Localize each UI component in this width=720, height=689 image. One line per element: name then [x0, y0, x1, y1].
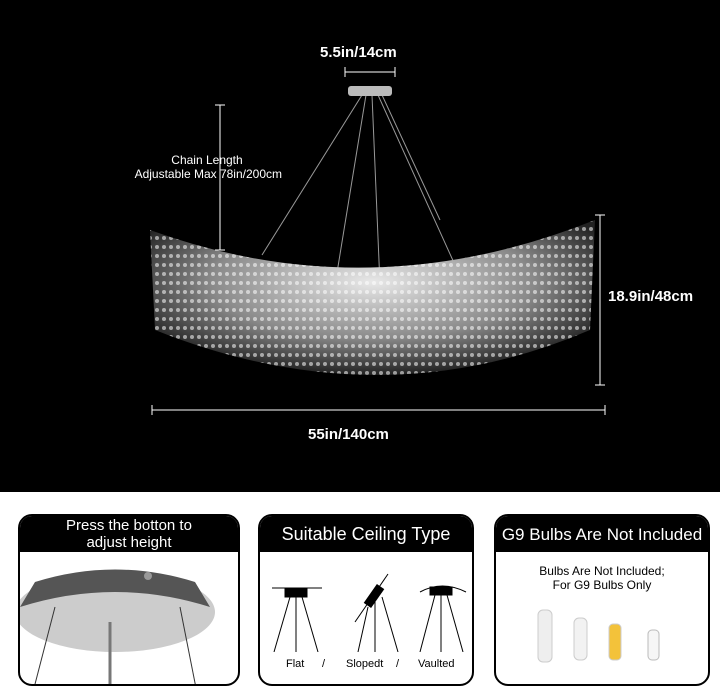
canopy-size-label: 5.5in/14cm: [320, 44, 397, 61]
separator: /: [396, 658, 400, 671]
canopy-closeup-image: [20, 569, 215, 684]
panel-title: Suitable Ceiling Type: [260, 516, 472, 552]
bulbs-note: Bulbs Are Not Included;For G9 Bulbs Only: [539, 564, 665, 592]
bulbs-panel: G9 Bulbs Are Not Included Bulbs Are Not …: [494, 514, 710, 686]
panel-title: G9 Bulbs Are Not Included: [496, 516, 708, 552]
ceiling-type-sloped: Slopedt: [346, 658, 384, 671]
chandelier-illustration: [150, 67, 606, 415]
height-label: 18.9in/48cm: [608, 288, 694, 305]
ceiling-type-flat: Flat: [286, 658, 305, 671]
canopy: [348, 86, 392, 96]
ceiling-type-vaulted: Vaulted: [418, 658, 455, 671]
ceiling-diagrams: [272, 573, 467, 653]
separator: /: [322, 658, 326, 671]
ceiling-type-panel: Suitable Ceiling Type Flat / Slopedt / V…: [258, 514, 474, 686]
adjust-button-icon: [144, 572, 152, 580]
g9-bulbs-image: [537, 609, 660, 663]
width-label: 55in/140cm: [308, 426, 389, 443]
